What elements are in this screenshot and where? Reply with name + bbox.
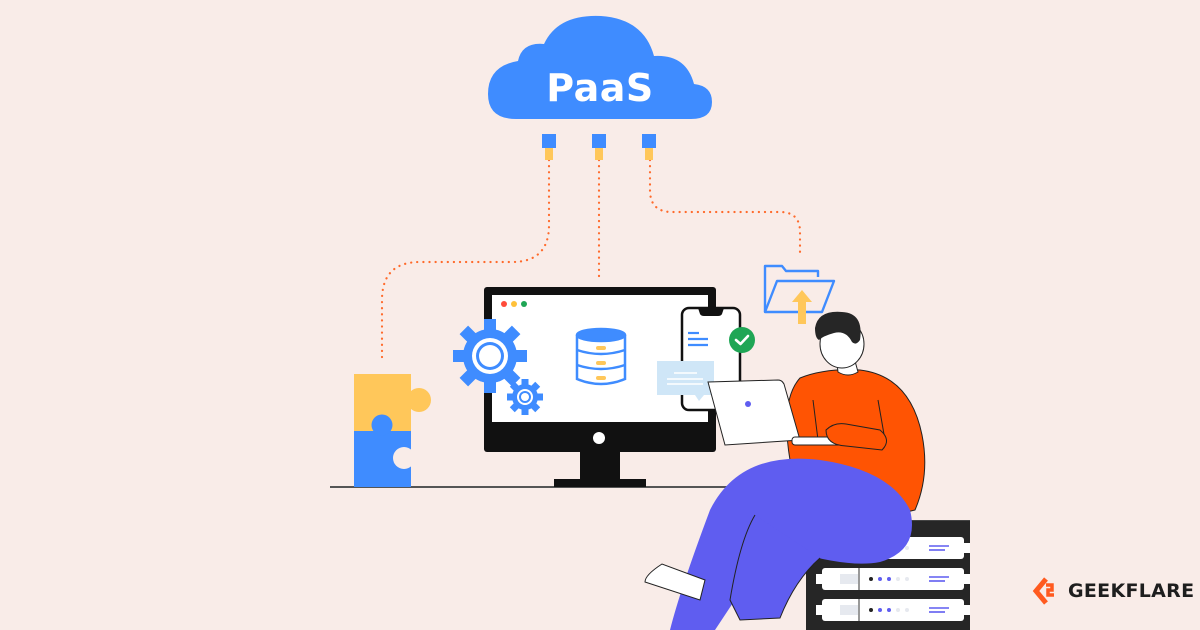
ground-line	[330, 486, 750, 488]
folder-upload-icon	[763, 264, 836, 324]
cloud-connectors	[542, 134, 656, 160]
geekflare-logo-icon	[1032, 577, 1054, 605]
puzzle-icon	[354, 374, 431, 487]
gear-icon-large	[453, 319, 527, 393]
gear-icon-small	[507, 379, 543, 415]
brand-logo: GEEKFLARE	[1032, 577, 1194, 605]
person-with-laptop	[644, 311, 926, 630]
database-icon	[575, 327, 627, 386]
checkmark-icon	[729, 327, 755, 353]
cloud-icon	[488, 15, 712, 119]
chat-bubble-icon	[657, 361, 714, 401]
brand-name: GEEKFLARE	[1068, 580, 1195, 602]
cloud-label: PaaS	[546, 66, 654, 110]
